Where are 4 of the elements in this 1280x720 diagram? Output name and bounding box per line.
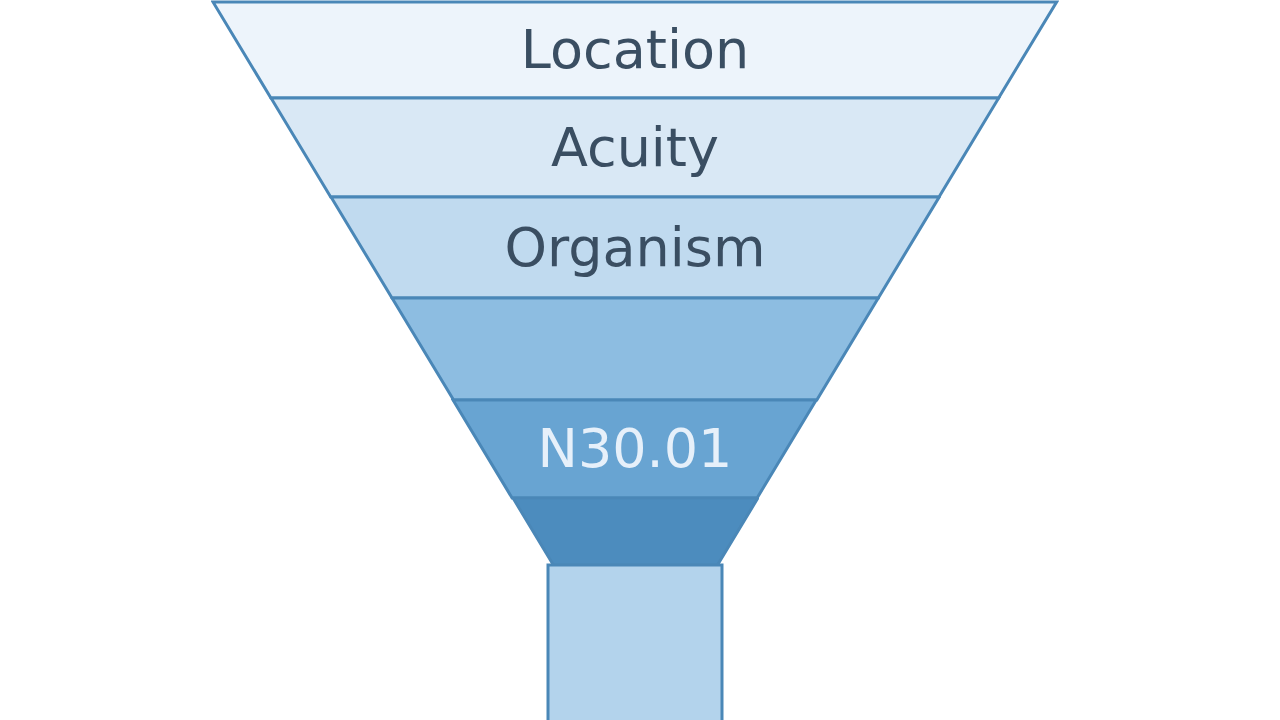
band-label: Acuity	[550, 116, 719, 179]
band-label: Location	[520, 18, 750, 82]
band-label: Organism	[504, 216, 766, 279]
band-label: N30.01	[537, 417, 733, 481]
